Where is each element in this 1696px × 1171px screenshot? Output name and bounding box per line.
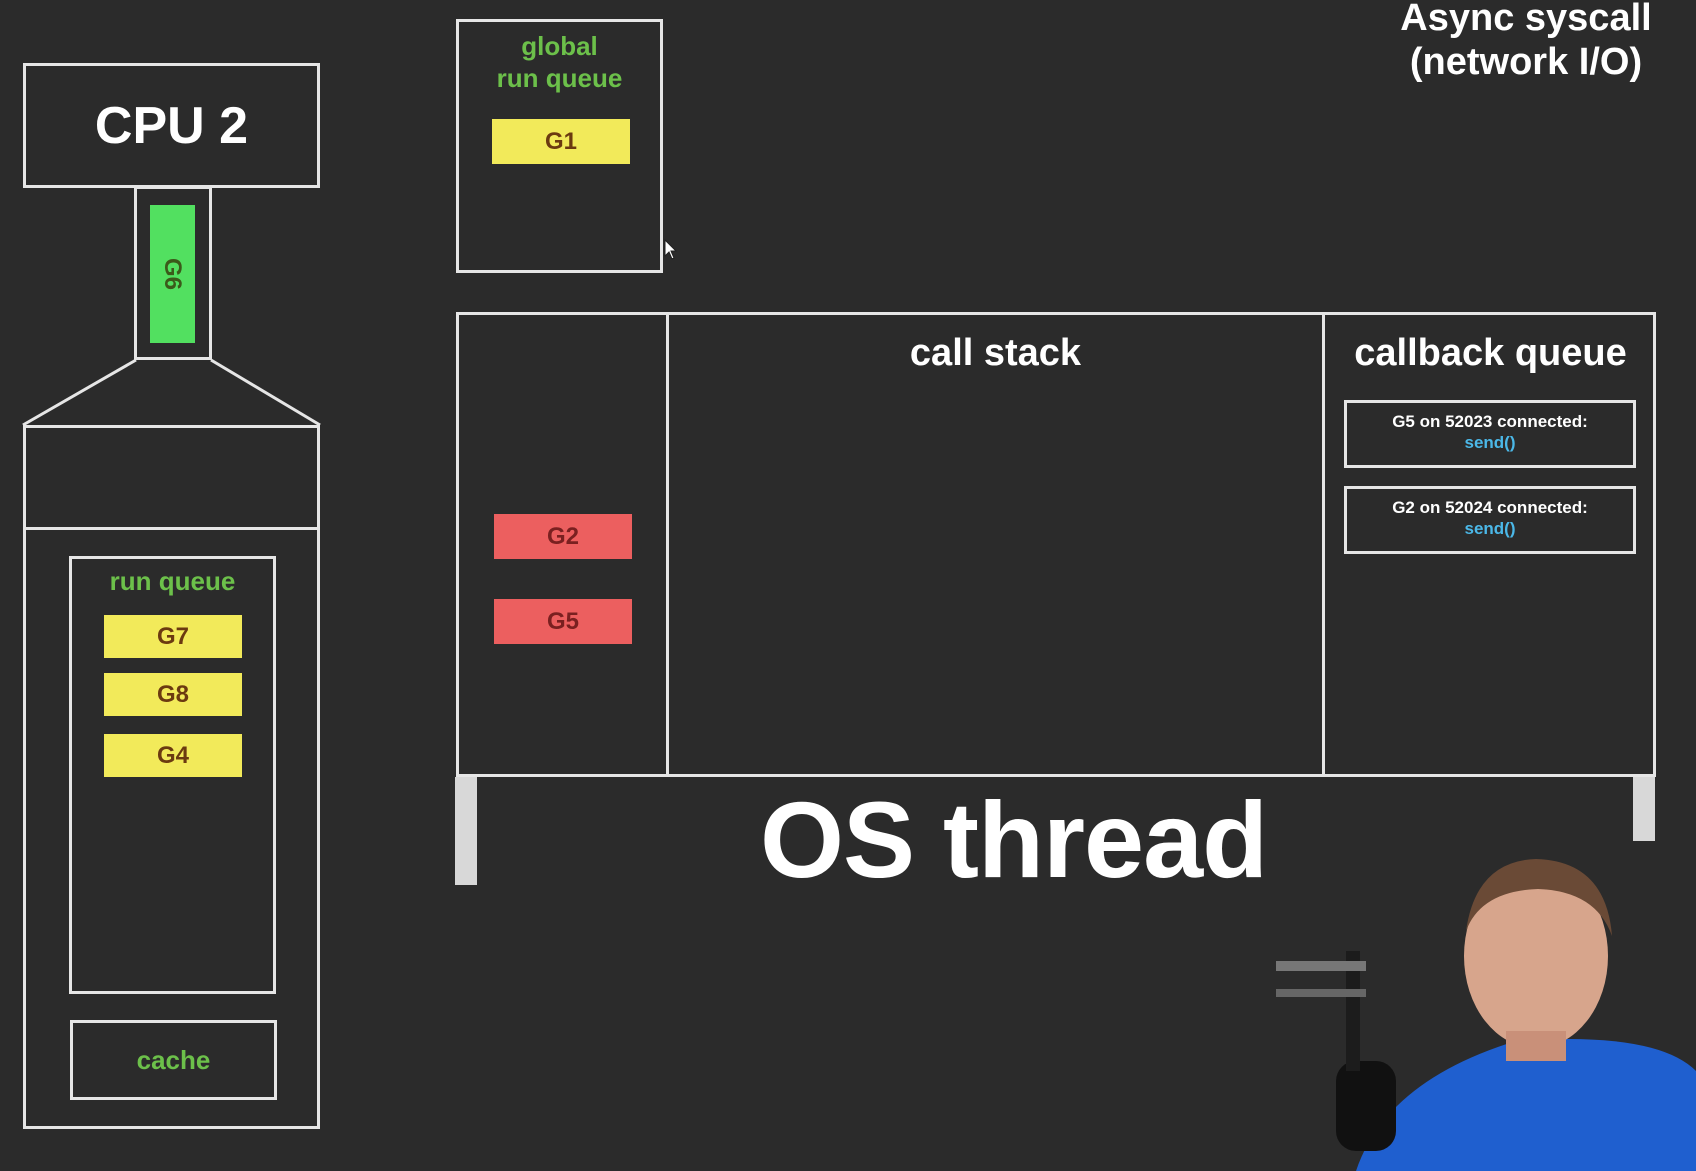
callback-text: G5 on 52023 connected:: [1392, 412, 1588, 431]
cache-box: cache: [70, 1020, 277, 1100]
call-stack-label: call stack: [909, 332, 1082, 374]
global-run-queue: [456, 19, 663, 273]
os-thread-label: OS thread: [760, 779, 1268, 900]
callback-item: G2 on 52024 connected: send(): [1344, 486, 1636, 554]
presenter-webcam: [1276, 841, 1696, 1171]
callback-queue-label: callback queue: [1354, 332, 1627, 374]
os-thread-pillar-left: [455, 777, 477, 885]
global-run-queue-item: G1: [492, 119, 630, 164]
run-queue-item: G7: [104, 615, 242, 658]
cpu-label: CPU 2: [94, 96, 249, 155]
processor-body: [23, 425, 320, 1129]
local-run-queue-label: run queue: [109, 566, 236, 596]
processor-divider: [23, 527, 320, 530]
title-line-2: (network I/O): [1409, 41, 1643, 83]
run-queue-item: G8: [104, 673, 242, 716]
global-run-queue-label: global run queue: [456, 30, 663, 94]
global-run-queue-label-line2: run queue: [496, 63, 623, 93]
os-thread-divider-2: [1322, 312, 1325, 777]
global-run-queue-label-line1: global: [521, 31, 598, 61]
waiting-goroutine: G5: [494, 599, 632, 644]
callback-function: send(): [1464, 519, 1516, 538]
callback-function: send(): [1464, 433, 1516, 452]
run-queue-item: G4: [104, 734, 242, 777]
diagram-title: Async syscall (network I/O): [1376, 0, 1676, 84]
running-goroutine: G6: [150, 205, 195, 343]
os-thread-divider-1: [666, 312, 669, 777]
running-goroutine-label: G6: [159, 257, 187, 291]
mouse-cursor-icon: [664, 238, 678, 260]
callback-item: G5 on 52023 connected: send(): [1344, 400, 1636, 468]
cpu-running-slot: [134, 186, 212, 360]
local-run-queue: [69, 556, 276, 994]
callback-text: G2 on 52024 connected:: [1392, 498, 1588, 517]
cpu-box: CPU 2: [23, 63, 320, 188]
cache-label: cache: [136, 1044, 211, 1075]
os-thread-container: [456, 312, 1656, 777]
title-line-1: Async syscall: [1400, 0, 1652, 39]
waiting-goroutine: G2: [494, 514, 632, 559]
